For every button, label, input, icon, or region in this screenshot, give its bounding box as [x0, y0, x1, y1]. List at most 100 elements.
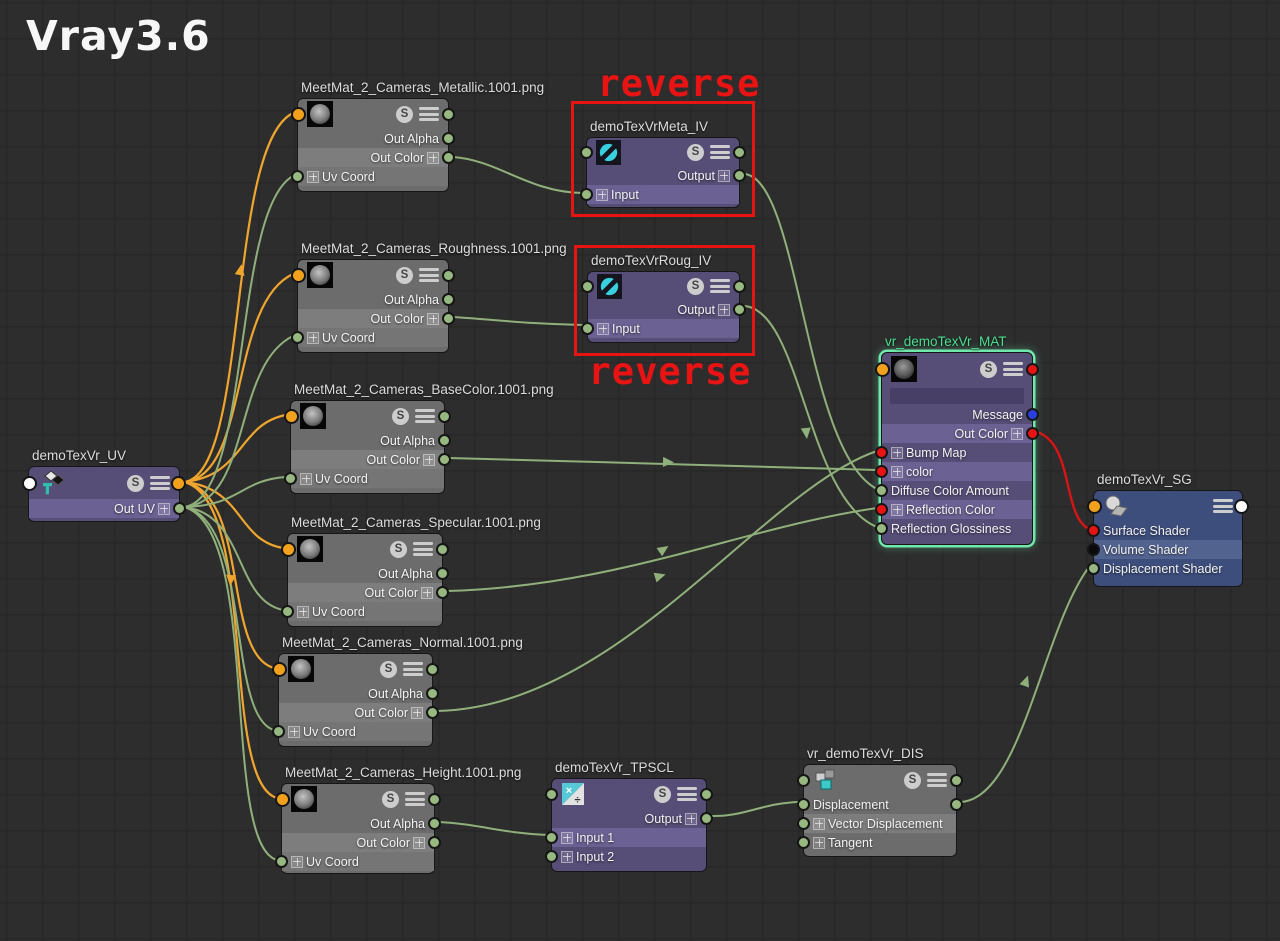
- swatch-badge-icon[interactable]: S: [396, 266, 413, 284]
- port-out[interactable]: [442, 107, 455, 121]
- row-input1[interactable]: Input 1: [545, 828, 706, 847]
- port-out-color[interactable]: [442, 312, 455, 325]
- expand-icon[interactable]: [1011, 427, 1023, 440]
- port-in[interactable]: [545, 787, 558, 801]
- port-output[interactable]: [700, 812, 713, 825]
- menu-bars-icon[interactable]: [415, 409, 435, 423]
- port-uv-coord[interactable]: [291, 331, 304, 344]
- row-uv-coord[interactable]: Uv Coord: [291, 167, 448, 186]
- connection-specular-to-mat-reflection-color[interactable]: [446, 507, 878, 592]
- row-displacement-shader[interactable]: Displacement Shader: [1087, 559, 1242, 578]
- expand-icon[interactable]: [411, 706, 423, 719]
- port-output[interactable]: [733, 169, 746, 182]
- node-shading-group[interactable]: demoTexVr_SG Surface Shader Volume Shade…: [1087, 472, 1249, 587]
- port-out-color[interactable]: [428, 836, 441, 849]
- port-out-alpha[interactable]: [426, 687, 439, 700]
- port-placement-in[interactable]: [275, 791, 290, 807]
- port-in[interactable]: [875, 361, 890, 377]
- expand-icon[interactable]: [300, 472, 312, 485]
- row-surface-shader[interactable]: Surface Shader: [1087, 521, 1242, 540]
- row-out-color[interactable]: Out Color: [282, 833, 441, 852]
- expand-icon[interactable]: [718, 169, 730, 182]
- port-out-alpha[interactable]: [442, 132, 455, 145]
- row-input[interactable]: Input: [580, 185, 739, 204]
- node-file-metallic[interactable]: MeetMat_2_Cameras_Metallic.1001.png S Ou…: [291, 80, 544, 192]
- menu-bars-icon[interactable]: [150, 476, 170, 490]
- port-out[interactable]: [950, 773, 963, 787]
- swatch-badge-icon[interactable]: S: [396, 105, 413, 123]
- row-input2[interactable]: Input 2: [545, 847, 706, 866]
- expand-icon[interactable]: [421, 586, 433, 599]
- row-out-color[interactable]: Out Color: [291, 450, 451, 469]
- row-displacement[interactable]: Displacement: [797, 795, 963, 814]
- row-out-color[interactable]: Out Color: [298, 309, 455, 328]
- port-in[interactable]: [1087, 498, 1102, 514]
- port-bump-map[interactable]: [875, 446, 888, 459]
- node-file-normal[interactable]: MeetMat_2_Cameras_Normal.1001.png S Out …: [272, 635, 523, 747]
- row-volume-shader[interactable]: Volume Shader: [1087, 540, 1242, 559]
- connection-uvout-to-basecolor-uvcoord[interactable]: [183, 476, 287, 508]
- row-color[interactable]: color: [875, 462, 1032, 481]
- row-output[interactable]: Output: [588, 300, 746, 319]
- expand-icon[interactable]: [288, 725, 300, 738]
- menu-bars-icon[interactable]: [403, 662, 423, 676]
- row-message[interactable]: Message: [882, 405, 1039, 424]
- expand-icon[interactable]: [685, 812, 697, 825]
- connection-mat-outcolor-to-sg-surface-shader[interactable]: [1036, 430, 1090, 531]
- row-uv-coord[interactable]: Uv Coord: [291, 328, 448, 347]
- port-out[interactable]: [438, 409, 451, 423]
- row-tangent[interactable]: Tangent: [797, 833, 956, 852]
- port-vector-displacement[interactable]: [797, 817, 810, 830]
- port-color[interactable]: [875, 465, 888, 478]
- connection-basecolor-to-mat-color[interactable]: [448, 457, 878, 471]
- port-out-uv[interactable]: [173, 502, 186, 515]
- port-reflection-glossiness[interactable]: [875, 522, 888, 535]
- menu-bars-icon[interactable]: [1003, 362, 1023, 376]
- port-uv-coord[interactable]: [281, 605, 294, 618]
- row-out-alpha[interactable]: Out Alpha: [282, 814, 441, 833]
- port-placement-in[interactable]: [281, 541, 296, 557]
- ramp-swatch[interactable]: [890, 388, 1024, 404]
- swatch-badge-icon[interactable]: S: [380, 660, 397, 678]
- port-input[interactable]: [580, 188, 593, 201]
- port-volume-shader[interactable]: [1087, 543, 1100, 556]
- port-out[interactable]: [426, 662, 439, 676]
- port-out-alpha[interactable]: [428, 817, 441, 830]
- expand-icon[interactable]: [561, 831, 573, 844]
- swatch-badge-icon[interactable]: S: [654, 785, 671, 803]
- expand-icon[interactable]: [423, 453, 435, 466]
- row-uv-coord[interactable]: Uv Coord: [284, 469, 444, 488]
- row-out-color[interactable]: Out Color: [288, 583, 449, 602]
- port-input1[interactable]: [545, 831, 558, 844]
- node-file-specular[interactable]: MeetMat_2_Cameras_Specular.1001.png S Ou…: [281, 515, 541, 627]
- port-out-color[interactable]: [426, 706, 439, 719]
- connection-uv-to-basecolor-placement[interactable]: [182, 413, 288, 484]
- expand-icon[interactable]: [427, 312, 439, 325]
- row-vector-displacement[interactable]: Vector Displacement: [797, 814, 956, 833]
- port-out-color[interactable]: [442, 151, 455, 164]
- connection-rougiv-to-mat-reflection-glossiness[interactable]: [743, 305, 878, 528]
- port-uv-coord[interactable]: [284, 472, 297, 485]
- connection-uvout-to-metallic-uvcoord[interactable]: [183, 175, 294, 508]
- port-out-color[interactable]: [438, 453, 451, 466]
- row-diffuse-color-amount[interactable]: Diffuse Color Amount: [875, 481, 1032, 500]
- port-message[interactable]: [1026, 408, 1039, 421]
- port-tangent[interactable]: [797, 836, 810, 849]
- port-displacement-shader[interactable]: [1087, 562, 1100, 575]
- node-file-roughness[interactable]: MeetMat_2_Cameras_Roughness.1001.png S O…: [291, 241, 567, 353]
- expand-icon[interactable]: [413, 836, 425, 849]
- connection-metaiv-to-mat-diffuse-amount[interactable]: [743, 173, 878, 490]
- row-out-color[interactable]: Out Color: [882, 424, 1039, 443]
- port-in[interactable]: [22, 475, 37, 491]
- menu-bars-icon[interactable]: [405, 792, 425, 806]
- port-out-alpha[interactable]: [442, 293, 455, 306]
- menu-bars-icon[interactable]: [710, 279, 730, 293]
- swatch-badge-icon[interactable]: S: [382, 790, 399, 808]
- swatch-badge-icon[interactable]: S: [390, 540, 407, 558]
- row-output[interactable]: Output: [587, 166, 746, 185]
- menu-bars-icon[interactable]: [413, 542, 433, 556]
- expand-icon[interactable]: [891, 465, 903, 478]
- row-uv-coord[interactable]: Uv Coord: [275, 852, 434, 871]
- row-uv-coord[interactable]: Uv Coord: [272, 722, 432, 741]
